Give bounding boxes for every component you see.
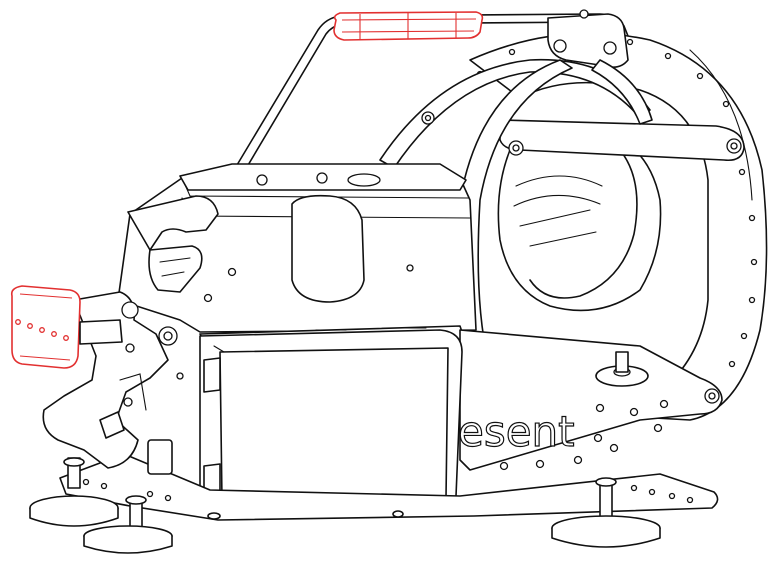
front-handle-plate <box>42 291 169 469</box>
magnetic-foot-right <box>551 477 661 548</box>
base-plate <box>59 453 719 521</box>
pivot-bolt <box>595 351 649 387</box>
sensor-dish <box>497 128 662 312</box>
side-flap <box>127 195 219 293</box>
handle-bar <box>79 319 123 345</box>
side-connectors <box>121 301 184 475</box>
magnetic-foot-left <box>29 457 119 527</box>
top-carry-handle-grip[interactable] <box>333 11 484 41</box>
base-screws <box>207 510 404 520</box>
magnetic-foot-middle <box>83 495 173 554</box>
battery-box <box>199 329 463 511</box>
brand-lettering: esent <box>457 406 575 456</box>
tilt-bracket-arm <box>499 119 745 162</box>
front-side-handle-grip[interactable] <box>10 285 81 369</box>
brand-text: esent <box>458 407 575 456</box>
